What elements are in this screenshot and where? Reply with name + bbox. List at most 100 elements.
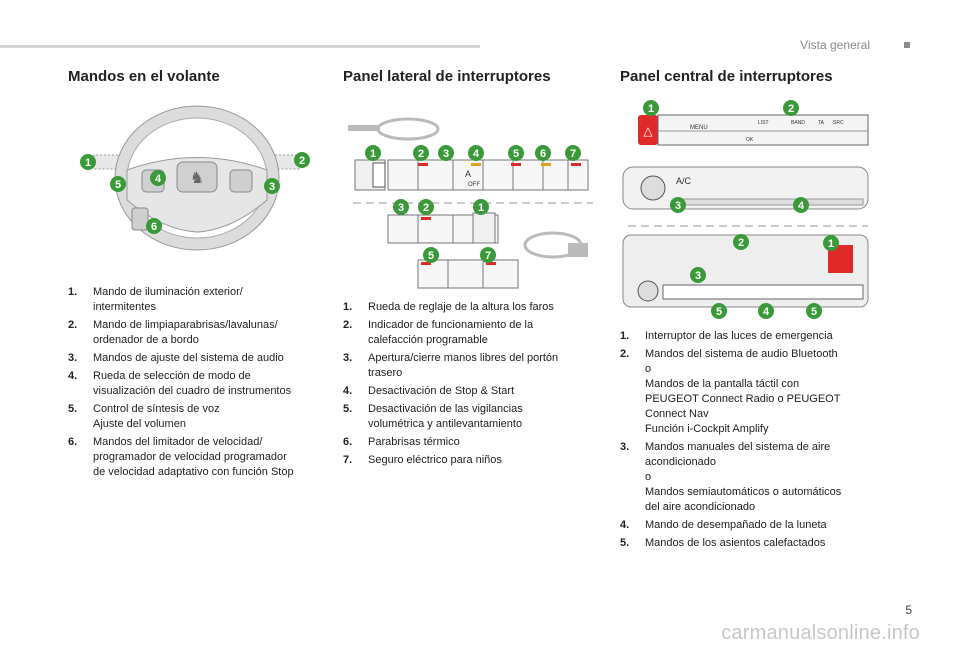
list-label: LIST (758, 120, 769, 126)
list-item: 4.Rueda de selección de modo de visualiz… (68, 370, 292, 397)
callout-4: 4 (793, 197, 809, 213)
list-item: 2.Mandos del sistema de audio Bluetooth … (620, 348, 841, 435)
section-mark (904, 42, 910, 48)
svg-text:5: 5 (716, 306, 722, 318)
svg-text:3: 3 (675, 200, 681, 212)
switch-off-label: OFF (468, 182, 480, 188)
callout-2: 2 (418, 199, 434, 215)
callout-2: 2 (413, 145, 429, 161)
callout-4: 4 (468, 145, 484, 161)
callout-2: 2 (294, 152, 310, 168)
svg-text:5: 5 (115, 179, 121, 191)
list-item: 1.Interruptor de las luces de emergencia (620, 330, 833, 342)
callout-7: 7 (565, 145, 581, 161)
svg-text:2: 2 (418, 148, 424, 160)
list-item: 4.Mando de desempañado de la luneta (620, 519, 827, 531)
svg-text:4: 4 (473, 148, 480, 160)
callout-5: 5 (806, 303, 822, 319)
ac-label: A/C (676, 176, 692, 186)
svg-text:1: 1 (648, 103, 654, 115)
callout-1: 1 (80, 154, 96, 170)
callout-1: 1 (823, 235, 839, 251)
svg-text:1: 1 (828, 238, 834, 250)
callout-2: 2 (783, 100, 799, 116)
list-item: 5.Mandos de los asientos calefactados (620, 537, 826, 549)
callout-7: 7 (480, 247, 496, 263)
column-side-panel: Panel lateral de interruptores (343, 68, 593, 85)
list-item: 7.Seguro eléctrico para niños (343, 454, 502, 466)
watermark: carmanualsonline.info (721, 622, 920, 644)
svg-text:4: 4 (763, 306, 770, 318)
callout-2: 2 (733, 234, 749, 250)
page-number: 5 (905, 603, 912, 617)
svg-text:1: 1 (478, 202, 484, 214)
list-item: 3.Apertura/cierre manos libres del portó… (343, 352, 559, 379)
svg-text:7: 7 (485, 250, 491, 262)
callout-5: 5 (508, 145, 524, 161)
callout-1: 1 (365, 145, 381, 161)
callout-4: 4 (758, 303, 774, 319)
src-label: SRC (833, 120, 844, 126)
svg-text:5: 5 (811, 306, 817, 318)
switch-auto-label: A (465, 169, 471, 179)
svg-text:7: 7 (570, 148, 576, 160)
svg-text:3: 3 (443, 148, 449, 160)
callout-1: 1 (643, 100, 659, 116)
side-panel-items-list: 1.Rueda de reglaje de la altura los faro… (343, 300, 603, 471)
svg-text:3: 3 (269, 181, 275, 193)
list-item: 6.Mandos del limitador de velocidad/ pro… (68, 436, 294, 478)
callout-3: 3 (690, 267, 706, 283)
ta-label: TA (818, 120, 825, 126)
list-item: 3.Mandos manuales del sistema de aire ac… (620, 441, 842, 513)
callout-1: 1 (473, 199, 489, 215)
svg-text:1: 1 (370, 148, 376, 160)
header-rule (0, 45, 480, 48)
section-title-steering: Mandos en el volante (68, 68, 220, 85)
section-title-center-panel: Panel central de interruptores (620, 68, 833, 85)
svg-text:2: 2 (738, 237, 744, 249)
svg-text:2: 2 (788, 103, 794, 115)
callout-4: 4 (150, 170, 166, 186)
list-item: 5.Desactivación de las vigilancias volum… (343, 403, 523, 430)
svg-text:4: 4 (798, 200, 805, 212)
svg-text:6: 6 (540, 148, 546, 160)
svg-text:△: △ (643, 124, 653, 138)
svg-text:5: 5 (513, 148, 519, 160)
list-item: 3.Mandos de ajuste del sistema de audio (68, 352, 284, 364)
center-panel-illustration: △ MENU LIST BAND TA SRC OK A/C 1 2 3 4 2… (618, 95, 873, 325)
band-label: BAND (791, 120, 805, 126)
svg-text:♞: ♞ (190, 170, 204, 187)
section-title-side-panel: Panel lateral de interruptores (343, 68, 551, 85)
steering-wheel-illustration: ♞ 1 2 3 4 5 6 (72, 100, 322, 255)
callout-6: 6 (535, 145, 551, 161)
side-panel-illustration: OFF A 1 2 3 4 5 6 7 3 2 1 5 7 (343, 115, 603, 295)
section-label: Vista general (800, 38, 870, 52)
svg-text:2: 2 (299, 155, 305, 167)
list-item: 2.Indicador de funcionamiento de la cale… (343, 319, 534, 346)
svg-text:6: 6 (151, 221, 157, 233)
column-steering-wheel: Mandos en el volante (68, 68, 318, 85)
callout-3: 3 (264, 178, 280, 194)
svg-text:3: 3 (695, 270, 701, 282)
svg-text:1: 1 (85, 157, 91, 169)
callout-6: 6 (146, 218, 162, 234)
list-item: 1.Mando de iluminación exterior/ intermi… (68, 286, 243, 313)
steering-items-list: 1.Mando de iluminación exterior/ intermi… (68, 285, 328, 483)
callout-5: 5 (423, 247, 439, 263)
callout-3: 3 (670, 197, 686, 213)
list-item: 6.Parabrisas térmico (343, 436, 460, 448)
svg-text:5: 5 (428, 250, 434, 262)
column-center-panel: Panel central de interruptores (620, 68, 870, 85)
list-item: 5.Control de síntesis de voz Ajuste del … (68, 403, 220, 430)
menu-label: MENU (690, 125, 708, 131)
list-item: 2.Mando de limpiaparabrisas/lavalunas/ o… (68, 319, 278, 346)
svg-text:2: 2 (423, 202, 429, 214)
callout-3: 3 (393, 199, 409, 215)
list-item: 1.Rueda de reglaje de la altura los faro… (343, 301, 554, 313)
center-panel-items-list: 1.Interruptor de las luces de emergencia… (620, 329, 880, 554)
svg-text:4: 4 (155, 173, 162, 185)
callout-5: 5 (110, 176, 126, 192)
callout-3: 3 (438, 145, 454, 161)
ok-label: OK (746, 137, 754, 143)
callout-5: 5 (711, 303, 727, 319)
